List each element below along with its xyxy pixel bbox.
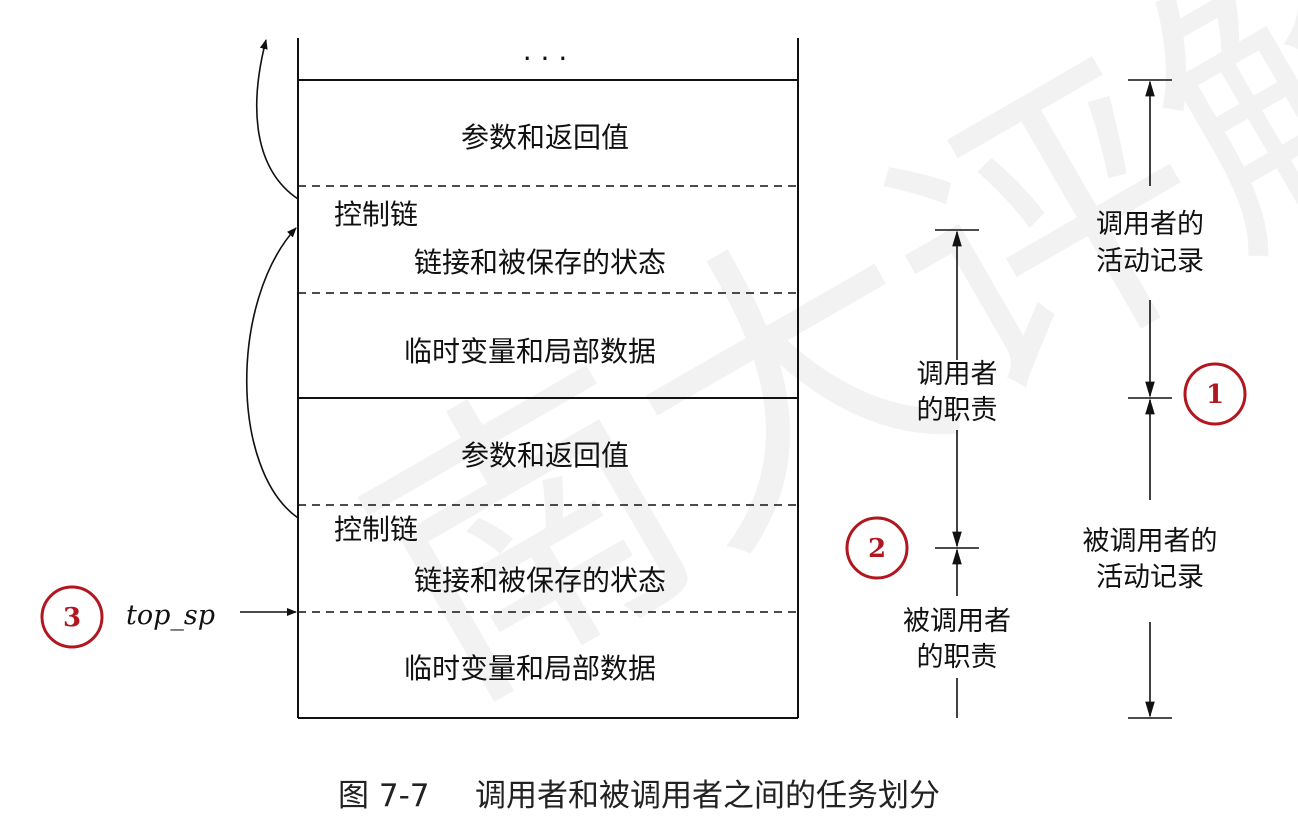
figure-number: 图 7-7 bbox=[338, 778, 430, 814]
stack-ellipsis: · · · bbox=[523, 42, 568, 75]
marker-2: 2 bbox=[868, 534, 886, 564]
caller-control-link: 控制链 bbox=[334, 198, 418, 231]
caller-responsibility-line1: 调用者 bbox=[917, 359, 998, 390]
top-sp-pointer: 3 top_sp bbox=[40, 585, 297, 649]
callee-control-link-arrow bbox=[246, 227, 299, 519]
caller-temps-locals: 临时变量和局部数据 bbox=[404, 335, 656, 368]
figure-title: 调用者和被调用者之间的任务划分 bbox=[475, 778, 940, 814]
marker-1-circle bbox=[1183, 362, 1247, 426]
control-link-arrows bbox=[246, 39, 299, 519]
callee-activation-line2: 活动记录 bbox=[1096, 562, 1204, 593]
marker-2-circle bbox=[845, 516, 909, 580]
caller-activation-line1: 调用者的 bbox=[1096, 209, 1204, 240]
callee-responsibility-line1: 被调用者 bbox=[903, 606, 1011, 637]
marker-3: 3 bbox=[63, 603, 81, 633]
callee-responsibility-line2: 的职责 bbox=[917, 642, 998, 673]
stack bbox=[297, 38, 799, 719]
caller-links-saved-state: 链接和被保存的状态 bbox=[414, 246, 666, 279]
callee-control-link: 控制链 bbox=[334, 513, 418, 546]
callee-links-saved-state: 链接和被保存的状态 bbox=[414, 564, 666, 597]
top-sp-label: top_sp bbox=[126, 600, 215, 631]
activation-record-dimension bbox=[1128, 79, 1172, 719]
callee-params-return: 参数和返回值 bbox=[461, 439, 629, 472]
caller-params-return: 参数和返回值 bbox=[461, 121, 629, 154]
callee-activation-line1: 被调用者的 bbox=[1083, 526, 1218, 557]
marker-3-circle bbox=[40, 585, 104, 649]
responsibility-dimension bbox=[935, 229, 979, 718]
marker-1: 1 bbox=[1206, 380, 1224, 410]
callee-temps-locals: 临时变量和局部数据 bbox=[404, 652, 656, 685]
caller-activation-line2: 活动记录 bbox=[1096, 246, 1204, 277]
caller-control-link-arrow bbox=[255, 39, 299, 200]
caller-responsibility-line2: 的职责 bbox=[917, 395, 998, 426]
